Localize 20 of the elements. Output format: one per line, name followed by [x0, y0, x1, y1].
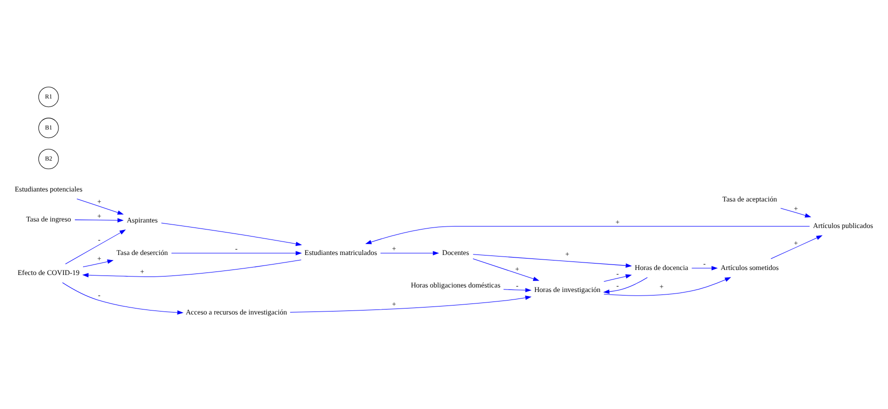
arrow — [62, 282, 184, 315]
arrow — [380, 250, 440, 256]
arrow — [161, 222, 302, 246]
arrow — [770, 235, 823, 259]
arrow — [171, 250, 302, 256]
arrow — [780, 208, 812, 218]
arrow — [472, 254, 632, 268]
arrow — [503, 288, 532, 292]
arrow — [76, 198, 124, 215]
arrow — [692, 266, 718, 270]
arrow — [290, 296, 532, 312]
arrow — [82, 260, 114, 268]
arrow — [472, 258, 540, 281]
arrow — [365, 226, 810, 244]
arrow — [82, 260, 302, 278]
arrow — [604, 274, 632, 282]
arrow — [604, 277, 732, 296]
arrow — [74, 218, 124, 222]
arrow — [65, 230, 126, 264]
arrow — [603, 277, 648, 294]
